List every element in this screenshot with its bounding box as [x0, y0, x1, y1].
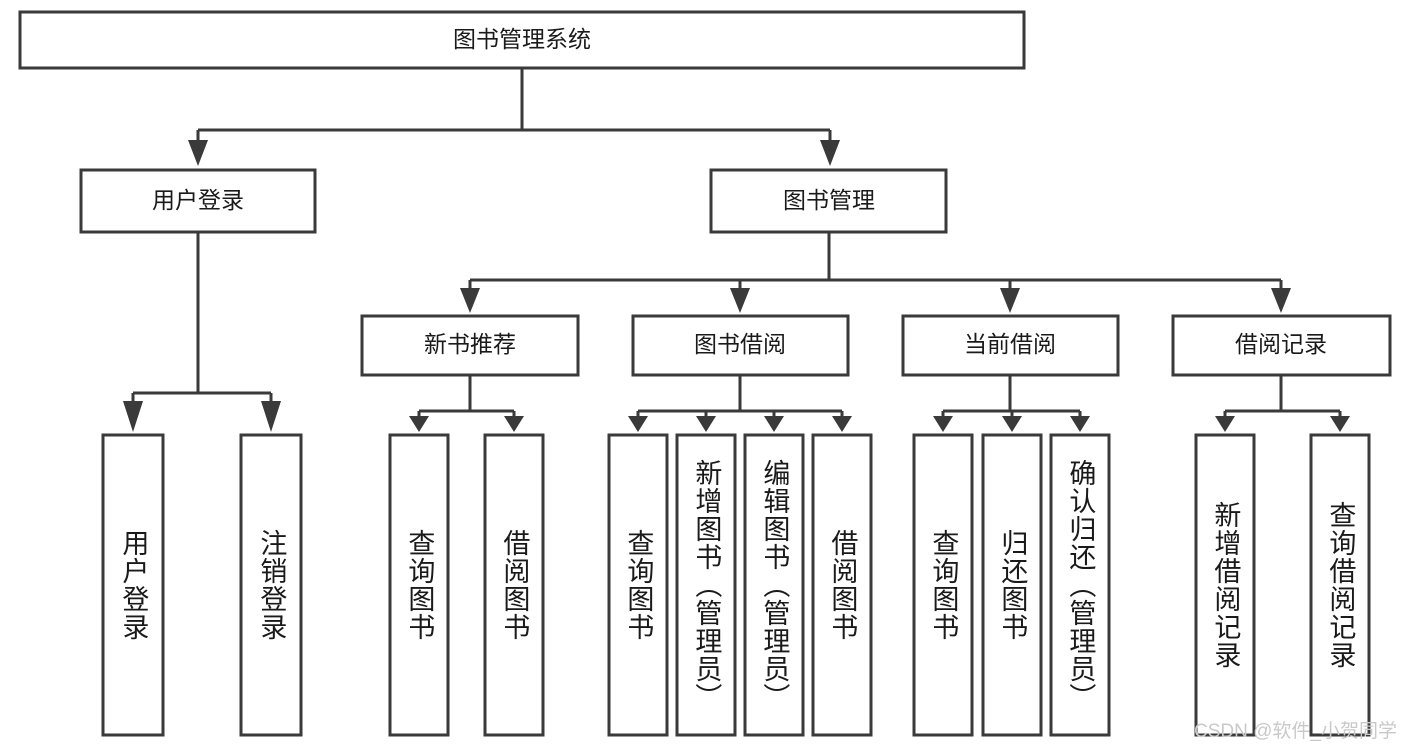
node-user-login-label: 用户登录	[152, 187, 244, 213]
node-leaf-borrow-book-rec[interactable]	[483, 433, 545, 737]
node-leaf-return-book[interactable]	[981, 433, 1043, 737]
node-leaf-edit-book[interactable]	[743, 433, 805, 737]
node-book-manage-label: 图书管理	[783, 187, 875, 213]
csdn-watermark: CSDN @软件_小贺同学	[1194, 721, 1397, 742]
leaf-boxes	[101, 433, 1371, 737]
node-book-borrow-label: 图书借阅	[694, 331, 786, 357]
node-book-manage[interactable]: 图书管理	[709, 168, 948, 234]
node-new-book-rec[interactable]: 新书推荐	[360, 314, 580, 377]
node-leaf-add-book[interactable]	[675, 433, 737, 737]
node-book-borrow[interactable]: 图书借阅	[631, 314, 850, 377]
node-leaf-query-record[interactable]	[1309, 433, 1371, 737]
node-root-label: 图书管理系统	[453, 26, 591, 52]
node-leaf-query-book-cur[interactable]	[912, 433, 974, 737]
node-leaf-confirm-return[interactable]	[1049, 433, 1111, 737]
node-user-login[interactable]: 用户登录	[79, 168, 317, 234]
node-leaf-add-record[interactable]	[1194, 433, 1256, 737]
connector-borrow-record-to-leaves	[1215, 375, 1350, 432]
node-leaf-logout[interactable]	[239, 433, 303, 737]
connector-root-to-level1	[188, 68, 840, 166]
node-current-borrow-label: 当前借阅	[964, 331, 1056, 357]
node-new-book-rec-label: 新书推荐	[424, 331, 516, 357]
node-leaf-user-login[interactable]	[101, 433, 165, 737]
node-borrow-record[interactable]: 借阅记录	[1171, 314, 1392, 377]
connector-current-borrow-to-leaves	[933, 375, 1090, 432]
node-leaf-query-book-rec[interactable]	[388, 433, 450, 737]
node-leaf-query-book-borrow[interactable]	[607, 433, 669, 737]
node-current-borrow[interactable]: 当前借阅	[901, 314, 1120, 377]
connector-user-login-to-leaves	[123, 232, 281, 432]
node-leaf-borrow-book[interactable]	[811, 433, 873, 737]
connector-new-book-rec-to-leaves	[409, 375, 524, 432]
node-borrow-record-label: 借阅记录	[1235, 331, 1327, 357]
node-root[interactable]: 图书管理系统	[18, 10, 1026, 70]
connector-book-borrow-to-leaves	[628, 375, 852, 432]
connector-book-manage-to-level2	[460, 232, 1291, 313]
